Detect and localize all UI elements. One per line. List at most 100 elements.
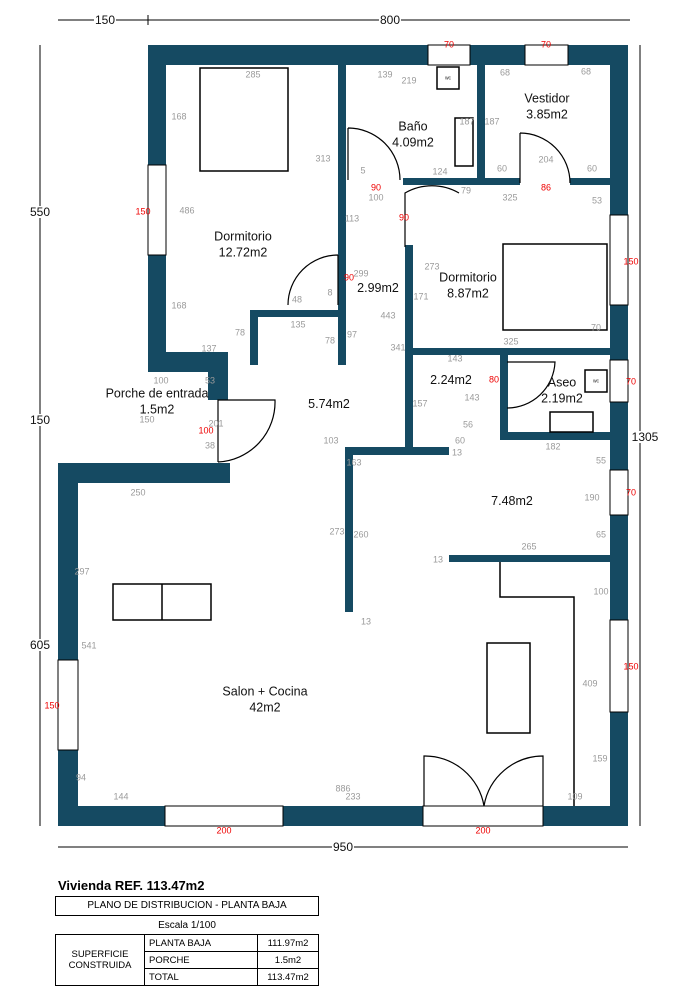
interior-dimension: 157: [412, 398, 428, 409]
opening-dimension: 80: [488, 374, 500, 385]
interior-dimension: 273: [424, 261, 440, 272]
room-area: 12.72m2: [218, 245, 268, 259]
interior-dimension: 204: [538, 154, 554, 165]
opening-dimension: 150: [44, 700, 60, 711]
wall: [58, 463, 230, 483]
surface-row-value: 111.97m2: [257, 934, 319, 952]
room-name: Dormitorio: [214, 229, 272, 244]
plan-scale: Escala 1/100: [158, 920, 216, 931]
interior-dimension: 219: [401, 75, 417, 86]
double-bed: [199, 67, 289, 172]
window: [147, 164, 167, 256]
opening-dimension: 86: [540, 182, 552, 193]
interior-dimension: 103: [323, 435, 339, 446]
interior-dimension: 265: [521, 541, 537, 552]
interior-dimension: 53: [591, 195, 603, 206]
opening-dimension: 100: [198, 425, 214, 436]
wall: [403, 178, 520, 185]
overall-dimension: 950: [331, 840, 355, 854]
interior-dimension: 65: [595, 529, 607, 540]
window: [164, 805, 284, 827]
interior-dimension: 38: [204, 440, 216, 451]
interior-dimension: 8: [327, 287, 333, 298]
floor-plan: [39, 15, 641, 848]
surface-row-value: 1.5m2: [257, 951, 319, 969]
interior-dimension: 139: [377, 69, 393, 80]
room-area: 4.09m2: [392, 135, 434, 149]
overall-dimension: 150: [93, 13, 117, 27]
interior-dimension: 486: [179, 205, 195, 216]
window: [422, 805, 544, 827]
window: [609, 214, 629, 306]
room-area: 3.85m2: [526, 107, 568, 121]
interior-dimension: 886: [335, 783, 351, 794]
wall: [250, 310, 258, 365]
opening-dimension: 200: [475, 825, 491, 836]
interior-dimension: 299: [353, 268, 369, 279]
window: [57, 659, 79, 751]
interior-dimension: 109: [567, 791, 583, 802]
wall: [345, 447, 449, 455]
windows-doors: [57, 44, 629, 827]
room-name: Vestidor: [524, 91, 570, 106]
interior-dimension: 143: [464, 392, 480, 403]
interior-dimension: 135: [290, 319, 306, 330]
interior-dimension: 60: [496, 163, 508, 174]
opening-dimension: 70: [625, 487, 637, 498]
bed: [502, 243, 608, 331]
opening-dimension: 90: [398, 212, 410, 223]
opening-dimension: 150: [135, 206, 151, 217]
interior-dimension: 260: [353, 529, 369, 540]
window: [609, 359, 629, 403]
interior-dimension: 13: [432, 554, 444, 565]
washbasin: [549, 411, 594, 433]
kitchen-island: [486, 642, 531, 734]
surface-row-label: PORCHE: [144, 951, 258, 969]
interior-dimension: 313: [315, 153, 331, 164]
opening-dimension: 90: [343, 272, 355, 283]
wall: [413, 348, 610, 355]
window: [609, 619, 629, 713]
overall-dimension: 1305: [630, 430, 660, 444]
interior-dimension: 13: [451, 447, 463, 458]
interior-dimension: 409: [582, 678, 598, 689]
interior-dimension: 144: [113, 791, 129, 802]
room-area: 8.87m2: [447, 286, 489, 300]
opening-dimension: 150: [623, 661, 639, 672]
wc-label: wc: [592, 378, 600, 385]
interior-dimension: 168: [171, 300, 187, 311]
door-swings: [217, 127, 571, 807]
interior-dimension: 68: [499, 67, 511, 78]
surface-row-value: 113.47m2: [257, 968, 319, 986]
room-label: 7.48m2: [491, 494, 533, 510]
interior-dimension: 168: [171, 111, 187, 122]
surface-table: SUPERFICIE CONSTRUIDA PLANTA BAJA 111.97…: [55, 934, 319, 986]
interior-dimension: 70: [590, 322, 602, 333]
interior-dimension: 124: [432, 166, 448, 177]
wall: [345, 447, 353, 612]
interior-dimension: 297: [74, 566, 90, 577]
overall-dimension: 605: [28, 638, 52, 652]
interior-dimension: 341: [390, 342, 406, 353]
interior-dimension: 285: [245, 69, 261, 80]
opening-dimension: 70: [540, 39, 552, 50]
room-area: 2.99m2: [357, 281, 399, 296]
room-area: 5.74m2: [308, 397, 350, 412]
interior-dimension: 171: [413, 291, 429, 302]
wall: [570, 178, 610, 185]
interior-dimension: 190: [584, 492, 600, 503]
interior-dimension: 159: [592, 753, 608, 764]
plan-title: Vivienda REF. 113.47m2: [58, 878, 205, 893]
overall-dimension: 800: [378, 13, 402, 27]
interior-dimension: 13: [360, 616, 372, 627]
wall: [338, 65, 346, 365]
room-area: 2.24m2: [430, 373, 472, 388]
interior-dimension: 187: [459, 116, 475, 127]
interior-dimension: 137: [201, 343, 217, 354]
wall: [208, 352, 228, 400]
